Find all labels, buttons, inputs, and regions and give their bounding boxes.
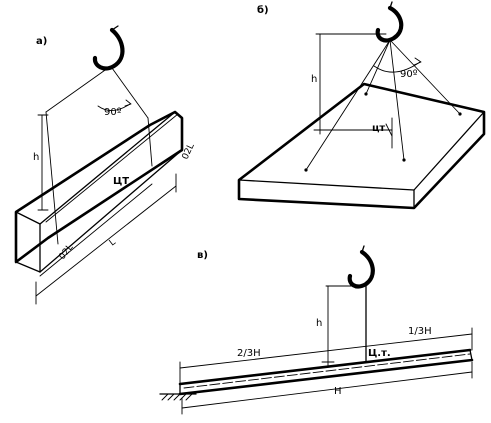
length-dim-c	[181, 371, 473, 409]
hook-a-icon	[92, 27, 125, 71]
panel-c-label: в)	[197, 250, 208, 261]
length-a-label: L	[108, 237, 118, 248]
angle-arrow-b	[413, 57, 422, 66]
sling-a-right-drop	[147, 117, 153, 167]
hook-b-shank	[389, 1, 393, 9]
height-c-label: h	[316, 318, 322, 329]
sling-b-2	[365, 39, 391, 95]
offset-dim-a	[39, 183, 153, 277]
hook-b-icon	[375, 5, 404, 43]
angle-arrow-a	[124, 99, 132, 107]
length-dim-a	[35, 185, 177, 297]
sling-b-4	[389, 39, 461, 115]
panel-b: б) 90º h цт	[237, 1, 486, 210]
panel-b-label: б)	[257, 4, 269, 16]
height-b-label: h	[311, 74, 317, 85]
offset-left-a-label: 02L	[57, 243, 75, 262]
center-a-label: ЦТ	[113, 176, 129, 187]
right-part-c-label: 1/3Н	[408, 326, 432, 337]
column-c	[178, 348, 474, 396]
sling-a-left-drop	[45, 111, 59, 245]
beam-a	[14, 110, 184, 273]
angle-b-label: 90º	[400, 69, 418, 80]
panel-a-label: а)	[36, 36, 47, 47]
sling-b-1	[305, 39, 391, 171]
angle-a-label: 90º	[104, 107, 122, 118]
height-a-label: h	[33, 152, 39, 163]
sling-a-left	[45, 67, 109, 113]
top-dim-c	[179, 333, 473, 369]
sling-b-3	[389, 39, 405, 161]
panel-c: в) h 2/3Н 1/3Н Ц.т.	[159, 245, 474, 415]
center-c-label: Ц.т.	[368, 348, 391, 359]
center-b-label: цт	[372, 123, 385, 134]
slab-b	[237, 82, 486, 210]
hook-c-shank	[361, 245, 365, 253]
panel-a: а) 90º h ЦТ	[14, 25, 197, 305]
hook-a-shank	[111, 25, 119, 31]
length-c-label: Н	[334, 386, 342, 397]
sling-a-right	[111, 67, 149, 119]
left-part-c-label: 2/3Н	[237, 348, 261, 359]
hook-c-icon	[347, 249, 375, 289]
ground-support	[159, 393, 197, 401]
